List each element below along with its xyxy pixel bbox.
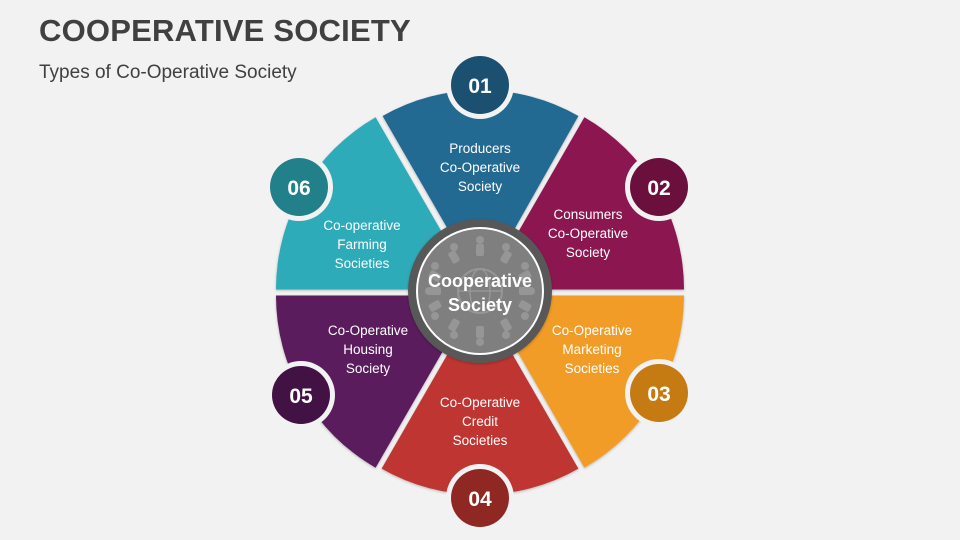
- segment-05-number: 05: [289, 385, 313, 408]
- segment-06-number-badge: [270, 158, 328, 216]
- segment-03-number-badge: [630, 364, 688, 422]
- center-hub: Cooperative Society: [408, 219, 552, 363]
- segment-03-label-line1: Co-Operative: [552, 323, 632, 338]
- segment-02-number: 02: [647, 177, 670, 200]
- segment-04-number-badge: [451, 469, 509, 527]
- segment-04-wedge: [381, 298, 579, 495]
- people-holding-hands-globe-icon: [425, 236, 535, 346]
- segment-03-label-line2: Marketing: [562, 342, 621, 357]
- segment-02-label-line1: Consumers: [553, 207, 622, 222]
- segment-04-label-line3: Societies: [453, 433, 508, 448]
- segment-05-number-badge: [272, 366, 330, 424]
- segment-04-label-line1: Co-Operative: [440, 395, 520, 410]
- segment-01-number: 01: [468, 75, 492, 98]
- segment-01-producers: Producers Co-Operative Society 01: [382, 51, 579, 288]
- segment-02-label-line2: Co-Operative: [548, 226, 628, 241]
- center-label-line1: Cooperative: [428, 271, 532, 291]
- segment-04-number: 04: [468, 488, 492, 511]
- center-label-line2: Society: [448, 295, 512, 315]
- segment-01-label-line1: Producers: [449, 141, 511, 156]
- segment-05-wedge: [275, 295, 475, 468]
- center-disc: [416, 227, 544, 355]
- segment-04-credit: Co-Operative Credit Societies 04: [381, 298, 579, 532]
- page-subtitle: Types of Co-Operative Society: [39, 62, 297, 83]
- segment-06-label-line3: Societies: [335, 256, 390, 271]
- segment-06-number: 06: [287, 177, 310, 200]
- segment-01-label-line3: Society: [458, 179, 503, 194]
- segment-05-housing: Co-Operative Housing Society 05: [267, 295, 475, 468]
- segment-01-label-line2: Co-Operative: [440, 160, 520, 175]
- segment-01-number-badge: [451, 56, 509, 114]
- segment-03-wedge: [485, 295, 685, 468]
- segment-06-label-line2: Farming: [337, 237, 387, 252]
- segment-05-label-line2: Housing: [343, 342, 393, 357]
- segment-04-label-line2: Credit: [462, 414, 498, 429]
- page-title: COOPERATIVE SOCIETY: [39, 13, 411, 48]
- segment-03-label-line3: Societies: [565, 361, 620, 376]
- segment-02-label-line3: Society: [566, 245, 611, 260]
- segment-05-label-line3: Society: [346, 361, 391, 376]
- segment-05-label-line1: Co-Operative: [328, 323, 408, 338]
- segment-06-label-line1: Co-operative: [323, 218, 400, 233]
- segment-03-number: 03: [647, 383, 670, 406]
- segment-02-number-badge: [630, 158, 688, 216]
- segment-01-wedge: [382, 90, 579, 288]
- segment-03-marketing: Co-Operative Marketing Societies 03: [485, 295, 693, 468]
